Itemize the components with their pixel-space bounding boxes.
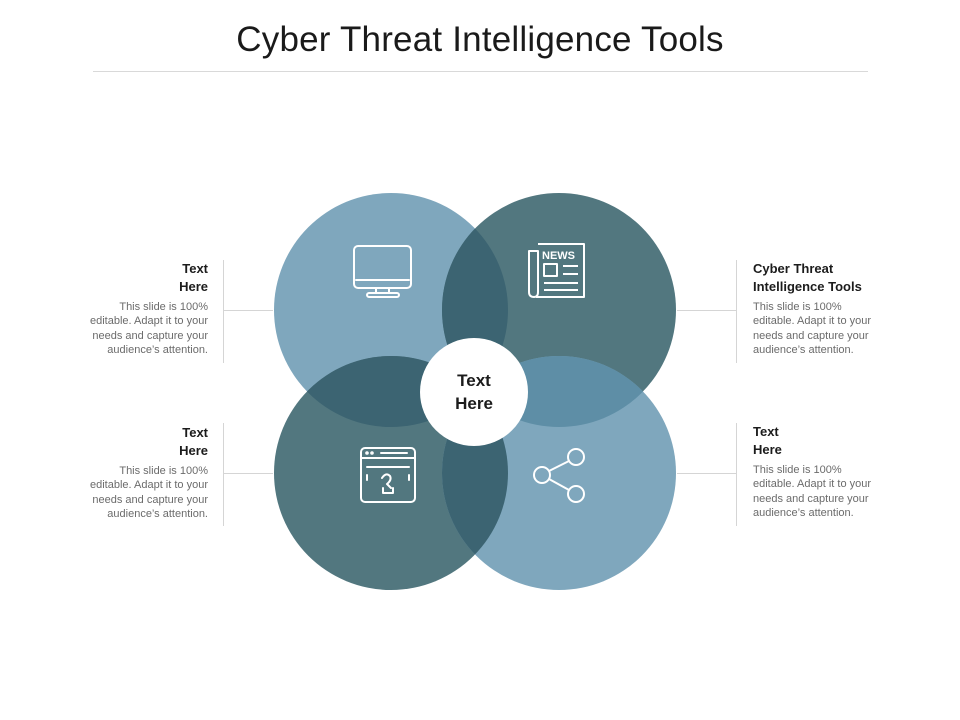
divider-top-right — [736, 260, 737, 363]
text-block-bottom-left: Text Here This slide is 100% editable. A… — [58, 424, 208, 521]
center-circle — [420, 338, 528, 446]
connector-top-left — [223, 310, 273, 311]
center-label: Text Here — [455, 371, 493, 413]
monitor-icon — [353, 245, 412, 298]
block-heading: Text Here — [179, 261, 208, 294]
text-block-top-left: Text Here This slide is 100% editable. A… — [58, 260, 208, 357]
block-body: This slide is 100% editable. Adapt it to… — [89, 465, 208, 520]
block-heading: Text Here — [179, 425, 208, 458]
title-divider — [93, 71, 868, 72]
divider-bottom-left — [223, 423, 224, 526]
slide-title: Cyber Threat Intelligence Tools — [236, 20, 724, 59]
connector-bottom-right — [677, 473, 736, 474]
divider-top-left — [223, 260, 224, 363]
block-body: This slide is 100% editable. Adapt it to… — [89, 301, 208, 356]
text-block-bottom-right: Text Here This slide is 100% editable. A… — [753, 423, 903, 520]
block-heading: Text Here — [753, 424, 782, 457]
newspaper-icon: NEWS — [528, 243, 585, 298]
block-body: This slide is 100% editable. Adapt it to… — [753, 301, 872, 356]
share-icon — [533, 448, 585, 503]
connector-bottom-left — [223, 473, 273, 474]
block-heading: Cyber Threat Intelligence Tools — [753, 261, 862, 294]
browser-window-icon — [360, 447, 416, 503]
connector-top-right — [677, 310, 736, 311]
news-icon-label: NEWS — [542, 250, 575, 262]
block-body: This slide is 100% editable. Adapt it to… — [753, 464, 872, 519]
divider-bottom-right — [736, 423, 737, 526]
text-block-top-right: Cyber Threat Intelligence Tools This sli… — [753, 260, 923, 357]
